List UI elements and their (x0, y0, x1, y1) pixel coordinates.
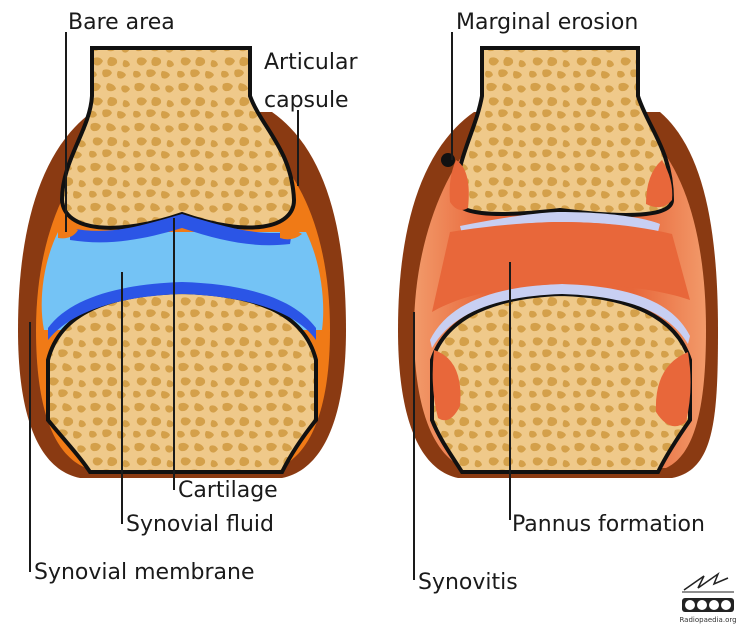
label-bare-area: Bare area (68, 10, 175, 36)
ra-upper-bone (456, 48, 672, 215)
label-cartilage: Cartilage (178, 478, 278, 504)
label-synovial-fluid: Synovial fluid (126, 512, 274, 538)
label-synovitis: Synovitis (418, 570, 518, 596)
label-pannus-formation: Pannus formation (512, 512, 705, 538)
upper-bone (62, 48, 294, 228)
ra-joint (398, 32, 718, 580)
label-articular-capsule: Articular capsule (264, 44, 374, 120)
ra-lower-bone (432, 294, 690, 472)
label-synovial-membrane: Synovial membrane (34, 560, 254, 586)
lower-bone (48, 292, 316, 472)
radiopaedia-credit: Radiopaedia.org (676, 568, 740, 628)
credit-site: Radiopaedia.org (676, 616, 740, 624)
radiopaedia-signature-icon (676, 568, 740, 616)
label-marginal-erosion: Marginal erosion (456, 10, 638, 36)
cc-by-nc-sa-icon (682, 598, 734, 612)
